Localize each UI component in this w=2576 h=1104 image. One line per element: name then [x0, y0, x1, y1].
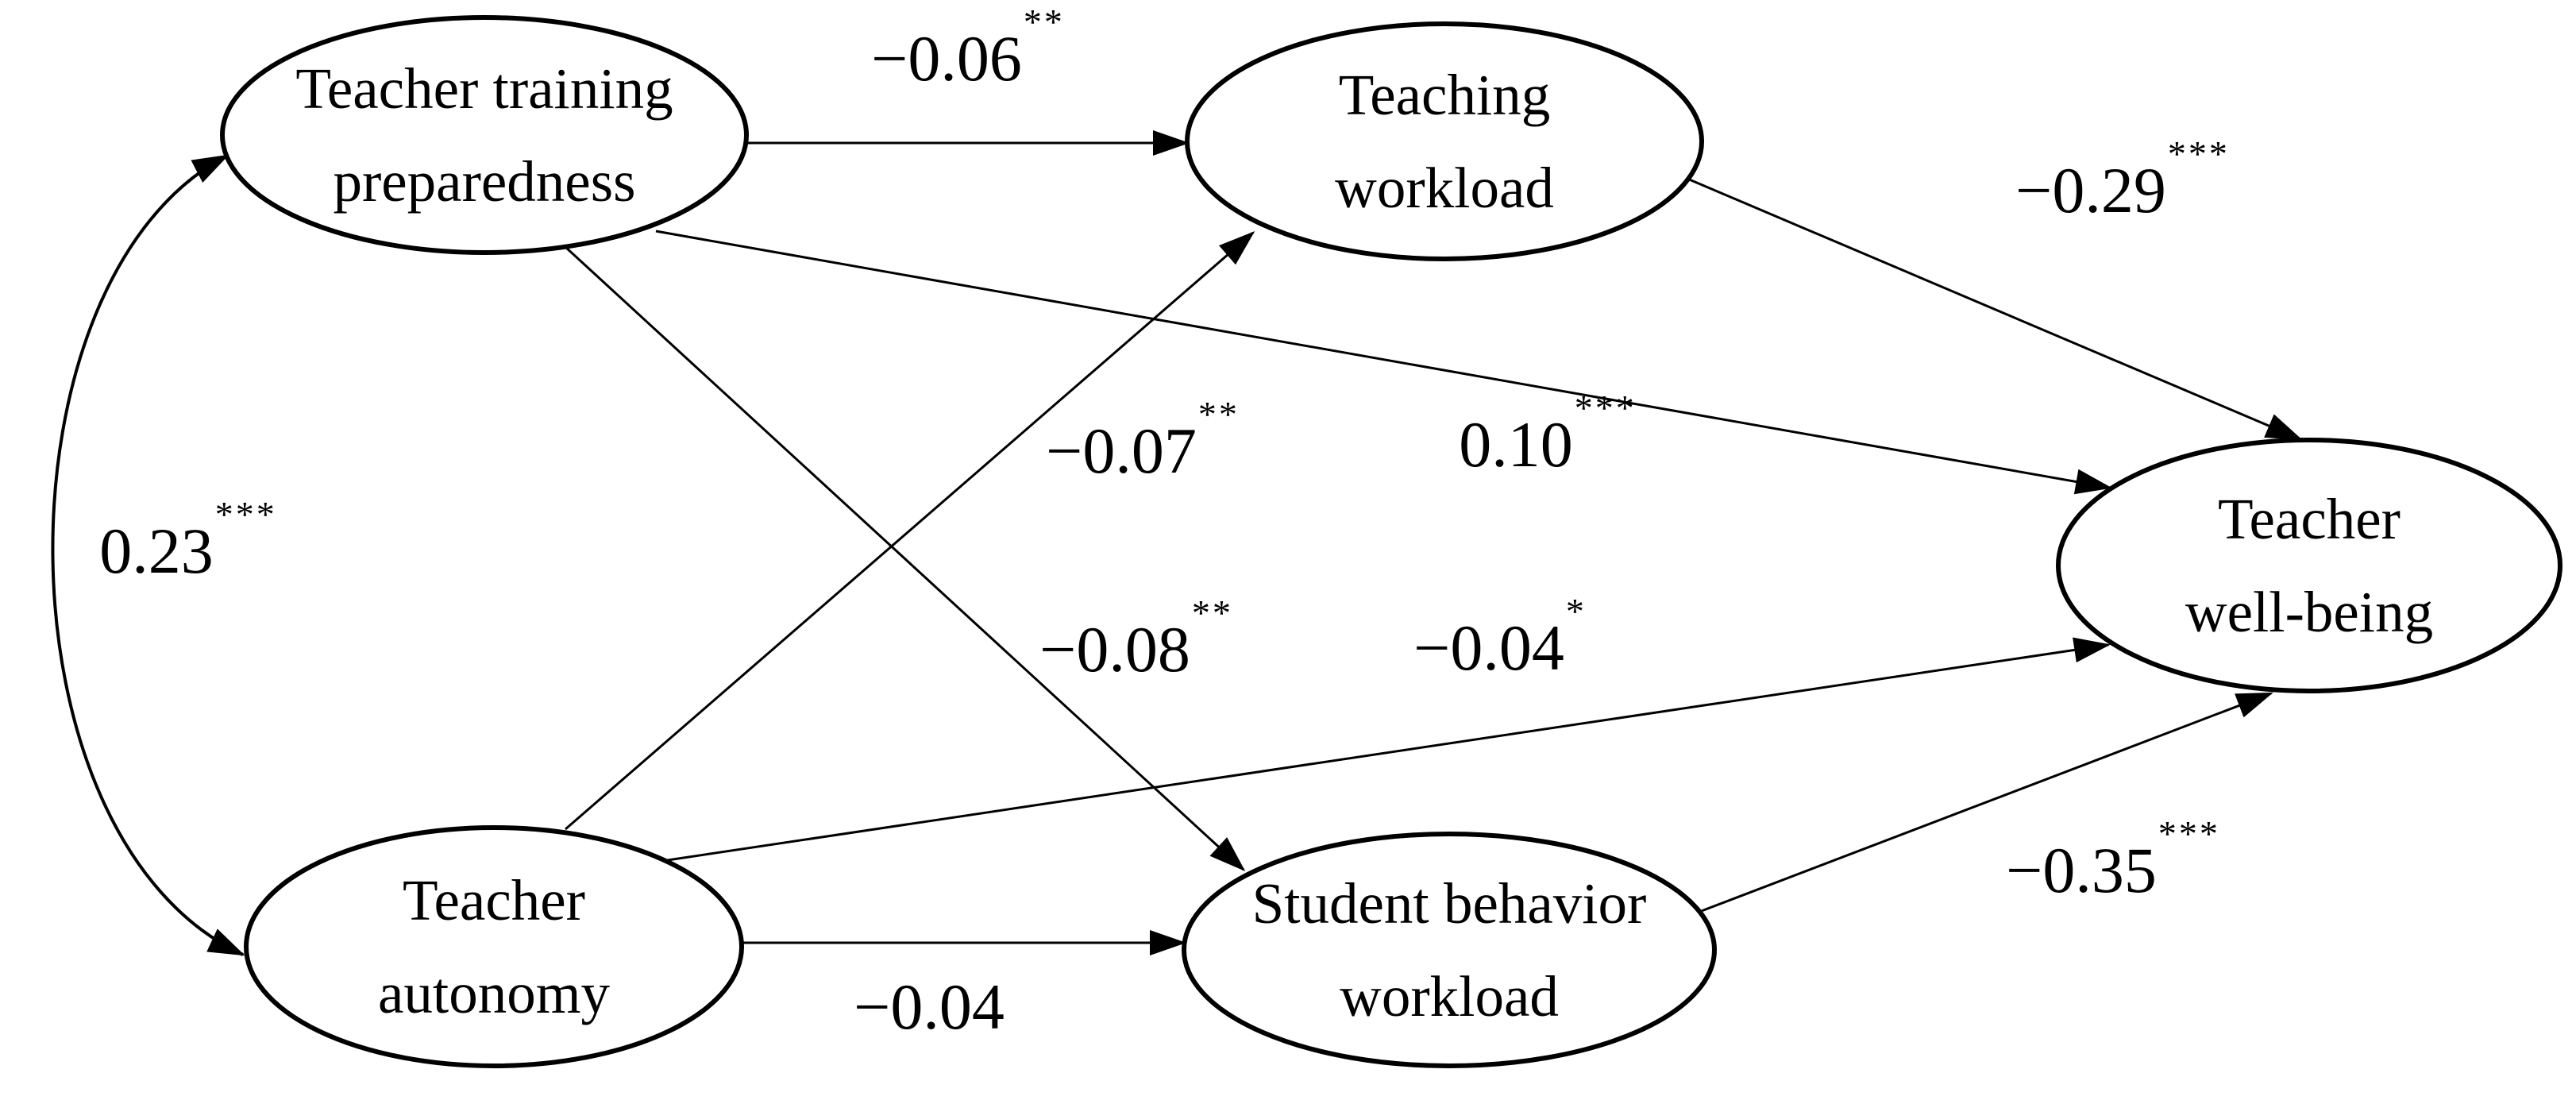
coef-preparedness-teaching-workload: −0.06**: [871, 3, 1063, 91]
ellipse-teacher-autonomy: [244, 825, 744, 1068]
coef-stars: **: [1197, 393, 1240, 434]
coef-preparedness-student-behavior: −0.08**: [1039, 594, 1232, 682]
coef-stars: *: [1565, 590, 1587, 631]
coef-value: −0.04: [1413, 612, 1564, 684]
ellipse-teacher-well-being: [2056, 438, 2563, 693]
node-line: well-being: [2185, 580, 2434, 644]
coef-stars: ***: [2158, 813, 2220, 854]
coef-value: −0.08: [1039, 613, 1190, 685]
node-label-teacher-training-preparedness: Teacher training preparedness: [295, 42, 673, 228]
coef-value: 0.10: [1459, 408, 1573, 481]
node-line: preparedness: [333, 149, 636, 214]
coef-value: −0.07: [1046, 415, 1197, 487]
coef-stars: ***: [1574, 387, 1637, 428]
path-autonomy-to-teaching-workload: [565, 231, 1255, 831]
coef-preparedness-well-being: 0.10***: [1459, 389, 1635, 477]
node-line: Teacher: [403, 868, 585, 932]
node-label-student-behavior-workload: Student behavior workload: [1252, 857, 1647, 1043]
node-label-teaching-workload: Teaching workload: [1335, 48, 1554, 234]
coef-value: −0.29: [2015, 154, 2166, 226]
coef-stars: ***: [2167, 133, 2230, 174]
node-line: Teacher training: [295, 56, 673, 121]
coef-stars: ***: [214, 493, 277, 535]
covariance-arc-preparedness-autonomy: [51, 154, 245, 956]
coef-value: −0.06: [871, 22, 1022, 95]
coef-autonomy-well-being: −0.04*: [1413, 593, 1585, 681]
coef-covariance-preparedness-autonomy: 0.23***: [99, 496, 276, 584]
path-autonomy-to-well-being: [661, 637, 2111, 863]
path-student-behavior-workload-to-well-being: [1699, 692, 2273, 913]
node-label-teacher-well-being: Teacher well-being: [2185, 473, 2433, 658]
path-teaching-workload-to-well-being: [1687, 177, 2303, 441]
node-line: autonomy: [378, 961, 610, 1025]
path-preparedness-to-well-being: [655, 230, 2112, 495]
coef-stars: **: [1023, 1, 1065, 42]
node-line: Student behavior: [1251, 871, 1647, 936]
coef-autonomy-teaching-workload: −0.07**: [1046, 396, 1238, 484]
coef-student-behavior-well-being: −0.35***: [2006, 815, 2219, 903]
node-line: Teacher: [2218, 487, 2401, 551]
coef-stars: **: [1191, 592, 1233, 633]
coef-autonomy-student-behavior: −0.04: [854, 975, 1005, 1040]
coef-value: 0.23: [99, 515, 214, 587]
node-label-teacher-autonomy: Teacher autonomy: [378, 854, 610, 1040]
coef-teaching-workload-well-being: −0.29***: [2015, 135, 2228, 223]
path-preparedness-to-student-behavior-workload: [564, 245, 1246, 872]
coef-value: −0.35: [2006, 834, 2157, 906]
node-line: Teaching: [1338, 63, 1551, 127]
node-line: workload: [1340, 964, 1559, 1029]
node-line: workload: [1335, 156, 1554, 220]
ellipse-teacher-training-preparedness: [220, 15, 749, 255]
coef-value: −0.04: [854, 971, 1005, 1043]
